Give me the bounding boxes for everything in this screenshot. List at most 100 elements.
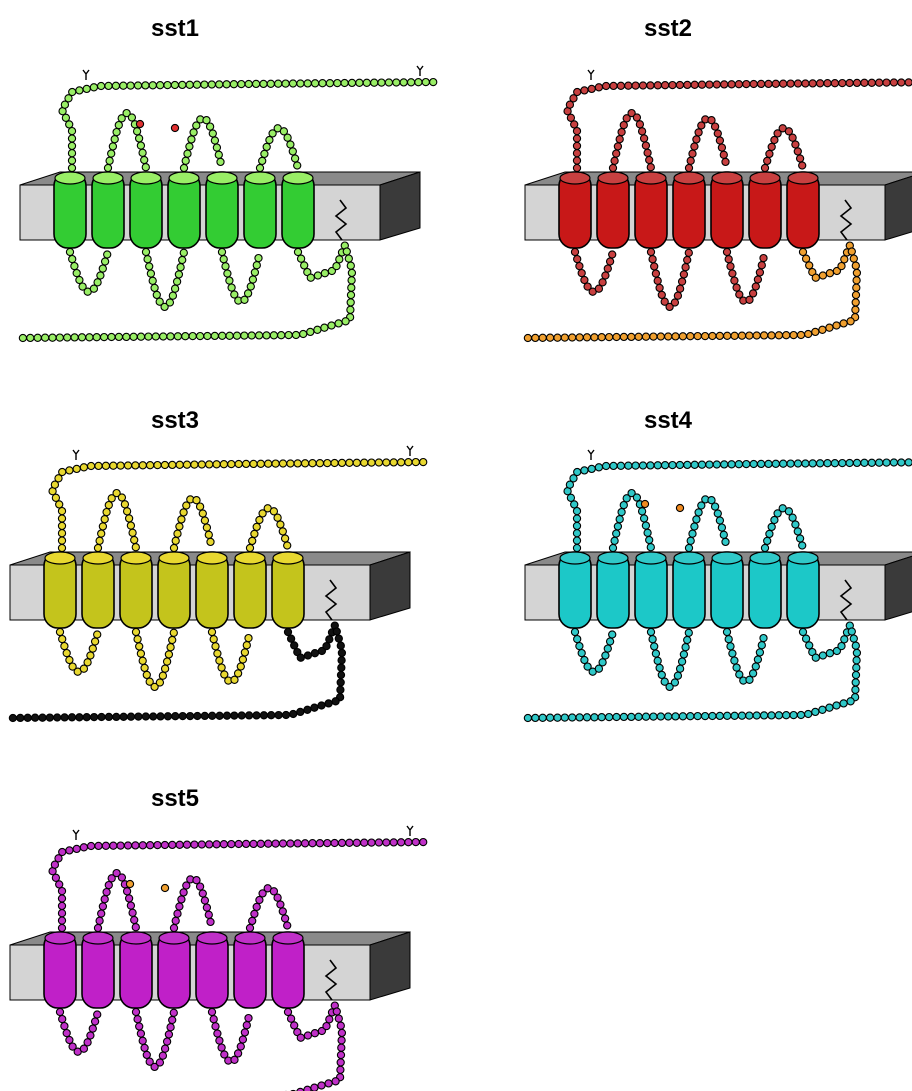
c-terminal-bead bbox=[310, 649, 320, 658]
extracellular-loop-bead bbox=[140, 155, 149, 165]
n-terminal-bead bbox=[345, 458, 354, 467]
extracellular-loop-bead bbox=[641, 521, 651, 530]
intracellular-loop-bead bbox=[158, 671, 168, 680]
n-terminal-bead bbox=[281, 79, 290, 88]
c-terminal-bead bbox=[336, 1065, 345, 1074]
extracellular-loop-bead bbox=[637, 507, 647, 516]
n-terminal-bead bbox=[227, 839, 236, 849]
n-terminal-bead bbox=[360, 838, 369, 847]
n-terminal-bead bbox=[293, 839, 302, 848]
c-terminal-bead bbox=[317, 646, 327, 656]
c-terminal-bead bbox=[346, 261, 355, 270]
extracellular-loop-bead bbox=[715, 136, 725, 145]
n-terminal-bead bbox=[65, 466, 74, 475]
c-terminal-bead bbox=[151, 332, 160, 341]
n-terminal-bead bbox=[160, 460, 170, 470]
c-terminal-bead bbox=[82, 713, 91, 722]
c-terminal-bead bbox=[774, 711, 784, 720]
n-terminal-bead bbox=[815, 79, 825, 88]
n-terminal-bead bbox=[300, 459, 310, 468]
extracellular-loop-bead bbox=[98, 902, 108, 911]
n-terminal-bead bbox=[109, 841, 118, 850]
intracellular-loop-bead bbox=[726, 262, 735, 271]
panel-title: sst4 bbox=[644, 407, 693, 434]
intracellular-loop-bead bbox=[60, 641, 69, 651]
n-terminal-bead bbox=[786, 459, 795, 468]
n-terminal-bead bbox=[705, 460, 714, 469]
intracellular-loop-bead bbox=[60, 1021, 69, 1031]
n-terminal-bead bbox=[360, 458, 369, 467]
intracellular-loop-bead bbox=[133, 1015, 142, 1024]
intracellular-loop-bead bbox=[90, 1017, 100, 1026]
n-terminal-bead bbox=[229, 80, 239, 89]
intracellular-loop-bead bbox=[755, 268, 765, 277]
extracellular-loop-bead bbox=[765, 149, 774, 159]
extracellular-loop-bead bbox=[175, 902, 184, 911]
n-terminal-bead bbox=[212, 840, 221, 849]
extracellular-loop-bead bbox=[130, 535, 139, 545]
extracellular-loop-bead bbox=[278, 907, 287, 916]
intracellular-loop-bead bbox=[598, 278, 607, 287]
c-terminal-bead bbox=[85, 333, 94, 342]
n-terminal-bead bbox=[572, 126, 582, 136]
intracellular-loop-bead bbox=[748, 669, 758, 678]
n-terminal-bead bbox=[153, 460, 162, 470]
c-terminal-bead bbox=[789, 710, 798, 720]
c-terminal-bead bbox=[818, 325, 827, 334]
n-terminal-bead bbox=[352, 458, 361, 467]
y-branch-icon bbox=[82, 69, 90, 80]
n-terminal-bead bbox=[367, 838, 376, 847]
extracellular-loop-bead bbox=[132, 127, 142, 136]
c-terminal-bead bbox=[159, 332, 168, 341]
extracellular-loop-bead bbox=[617, 127, 626, 137]
c-terminal-bead bbox=[686, 332, 695, 341]
c-terminal-bead bbox=[286, 1014, 296, 1023]
intracellular-loop-bead bbox=[655, 663, 664, 673]
c-terminal-bead bbox=[195, 331, 205, 341]
extracellular-loop-bead bbox=[200, 896, 210, 905]
n-terminal-bead bbox=[145, 461, 155, 470]
intracellular-loop-bead bbox=[732, 283, 741, 292]
c-terminal-bead bbox=[832, 701, 841, 710]
n-terminal-bead bbox=[727, 80, 736, 89]
disulfide-bead bbox=[125, 879, 135, 889]
n-terminal-bead bbox=[274, 79, 283, 88]
c-terminal-bead bbox=[337, 1043, 346, 1052]
n-terminal-bead bbox=[222, 80, 231, 89]
zigzag-icon bbox=[839, 199, 853, 241]
n-terminal-bead bbox=[65, 846, 74, 855]
n-terminal-bead bbox=[197, 460, 206, 469]
n-terminal-bead bbox=[830, 459, 840, 468]
c-terminal-bead bbox=[752, 331, 761, 340]
n-terminal-bead bbox=[57, 514, 67, 523]
extracellular-loop-bead bbox=[110, 135, 119, 144]
intracellular-loop-bead bbox=[160, 664, 170, 673]
extracellular-loop-bead bbox=[713, 509, 722, 518]
intracellular-loop-bead bbox=[230, 290, 239, 299]
intracellular-loop-bead bbox=[240, 1028, 250, 1037]
helix-cap bbox=[597, 171, 629, 185]
intracellular-loop-bead bbox=[138, 656, 147, 665]
c-terminal-bead bbox=[141, 712, 150, 721]
n-terminal-bead bbox=[330, 838, 339, 848]
c-terminal-bead bbox=[200, 711, 209, 721]
c-terminal-bead bbox=[825, 649, 835, 658]
c-terminal-bead bbox=[641, 332, 651, 341]
n-terminal-bead bbox=[249, 459, 258, 469]
helix-cap bbox=[196, 931, 228, 945]
n-terminal-bead bbox=[57, 894, 67, 903]
c-terminal-bead bbox=[23, 713, 32, 722]
extracellular-loop-bead bbox=[760, 543, 770, 553]
intracellular-loop-bead bbox=[72, 268, 81, 278]
c-terminal-bead bbox=[759, 711, 769, 720]
intracellular-loop-bead bbox=[164, 1030, 174, 1039]
panel-title: sst1 bbox=[151, 15, 199, 42]
n-terminal-bead bbox=[72, 844, 81, 854]
c-terminal-bead bbox=[664, 332, 673, 341]
extracellular-loop-bead bbox=[95, 536, 104, 545]
extracellular-loop-bead bbox=[635, 120, 645, 129]
intracellular-loop-bead bbox=[248, 275, 258, 284]
intracellular-loop-bead bbox=[601, 651, 610, 660]
n-terminal-bead bbox=[67, 134, 77, 143]
y-branch-icon bbox=[416, 65, 424, 76]
